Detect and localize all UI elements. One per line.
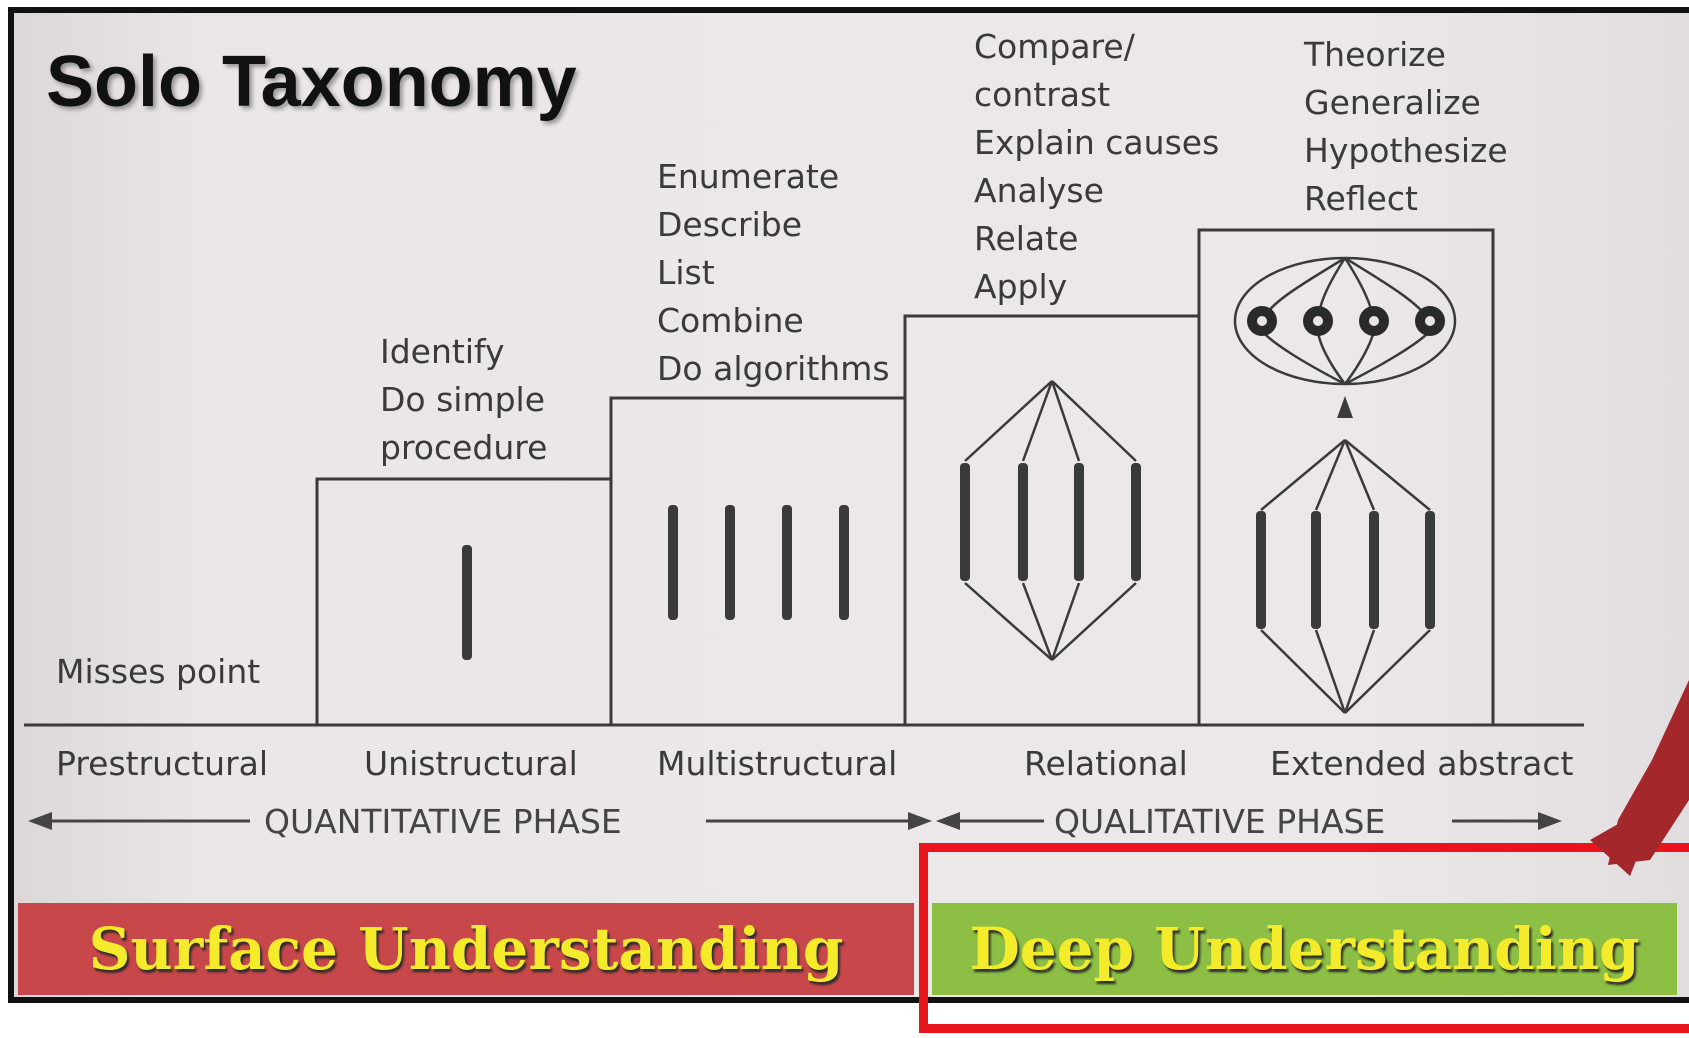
level-name-extended-abstract: Extended abstract: [1270, 744, 1573, 783]
multistructural-step: [609, 396, 907, 725]
unistructural-bar-icon: [462, 545, 472, 660]
relational-verbs: Compare/ contrast Explain causes Analyse…: [974, 27, 1230, 306]
quantitative-phase-arrow: [28, 812, 932, 830]
diagram-frame: Misses point Identify Do simple procedur…: [8, 7, 1689, 1003]
level-name-unistructural: Unistructural: [364, 744, 578, 783]
solo-diagram: Misses point Identify Do simple procedur…: [24, 27, 1584, 841]
scan-background: [14, 13, 1689, 997]
callout-arrow-icon: [1590, 680, 1689, 876]
extended-abstract-verbs: Theorize Generalize Hypothesize Reflect: [1303, 35, 1518, 218]
multistructural-verbs: Enumerate Describe List Combine Do algor…: [657, 157, 890, 388]
quantitative-phase-label: QUANTITATIVE PHASE: [264, 802, 622, 841]
unistructural-verbs: Identify Do simple procedure: [380, 332, 556, 467]
multistructural-bars-icon: [668, 505, 849, 620]
qualitative-phase-arrow: [936, 812, 1562, 830]
level-name-multistructural: Multistructural: [657, 744, 897, 783]
extended-abstract-step: [1197, 228, 1495, 725]
slide-title: Solo Taxonomy: [46, 42, 577, 122]
qualitative-phase-label: QUALITATIVE PHASE: [1054, 802, 1385, 841]
relational-step: [903, 314, 1201, 725]
surface-understanding-label: Surface Understanding: [88, 915, 844, 983]
extended-abstract-network-icon: [1233, 256, 1457, 714]
deep-understanding-highlight-box: [919, 843, 1689, 1033]
surface-understanding-band: Surface Understanding: [18, 903, 914, 995]
deep-understanding-band: Deep Understanding: [932, 903, 1677, 995]
level-name-prestructural: Prestructural: [56, 744, 268, 783]
deep-understanding-label: Deep Understanding: [969, 915, 1640, 983]
prestructural-verbs: Misses point: [56, 652, 260, 691]
level-name-relational: Relational: [1024, 744, 1188, 783]
relational-network-icon: [960, 380, 1141, 661]
